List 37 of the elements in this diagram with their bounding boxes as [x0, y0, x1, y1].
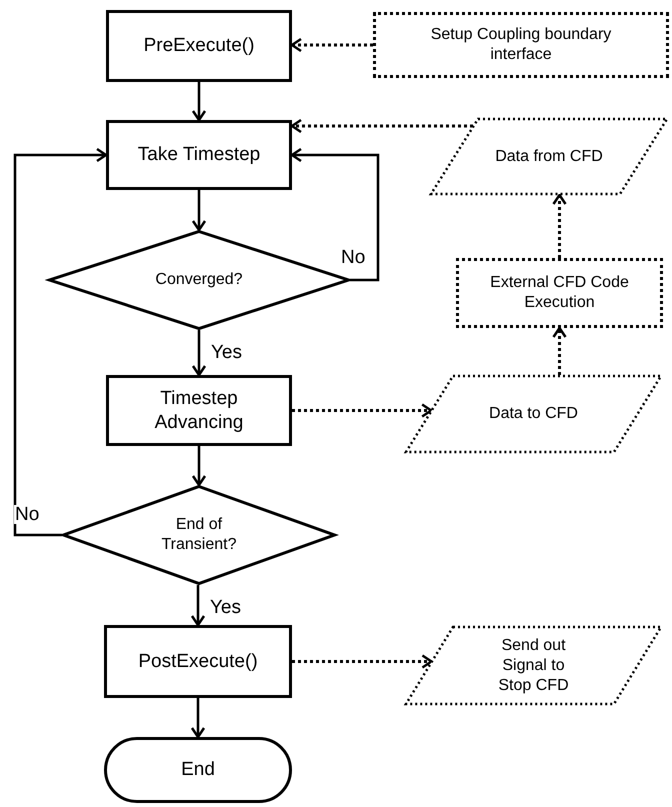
- data-parallelogram: [405, 626, 662, 705]
- data-parallelogram: [405, 375, 662, 453]
- process-box: [106, 10, 292, 82]
- edge-label: No: [14, 505, 40, 524]
- node-label: Setup Coupling boundary interface: [430, 25, 612, 65]
- process-box: [106, 375, 292, 446]
- arrow: [552, 326, 567, 375]
- data-parallelogram: [430, 118, 668, 195]
- decision-diamond: [62, 485, 336, 585]
- arrow: [192, 446, 206, 486]
- node-label: External CFD Code Execution: [489, 273, 630, 313]
- node-label: Take Timestep: [136, 143, 262, 167]
- arrow: [292, 654, 433, 669]
- external-process-box: [456, 258, 663, 328]
- node-label: Timestep Advancing: [154, 386, 244, 434]
- arrow: [290, 148, 380, 282]
- arrow: [292, 403, 432, 418]
- arrow: [192, 330, 206, 376]
- arrow: [190, 585, 206, 626]
- process-box: [104, 625, 292, 698]
- external-process-box: [373, 12, 669, 78]
- arrow: [290, 118, 474, 134]
- node-label: PreExecute(): [142, 34, 256, 58]
- node-label: Data to CFD: [488, 404, 579, 424]
- node-label: Send out Signal to Stop CFD: [497, 636, 570, 696]
- arrow: [192, 190, 206, 232]
- process-box: [106, 120, 292, 190]
- arrow: [14, 148, 108, 536]
- node-label: Data from CFD: [494, 146, 604, 166]
- arrow: [192, 82, 206, 122]
- arrow: [290, 38, 373, 52]
- node-label: Converged?: [154, 270, 244, 290]
- node-label: End of Transient?: [160, 515, 238, 555]
- arrow: [190, 698, 206, 738]
- node-label: End: [180, 758, 216, 782]
- arrow: [552, 194, 567, 258]
- node-label: PostExecute(): [137, 650, 259, 674]
